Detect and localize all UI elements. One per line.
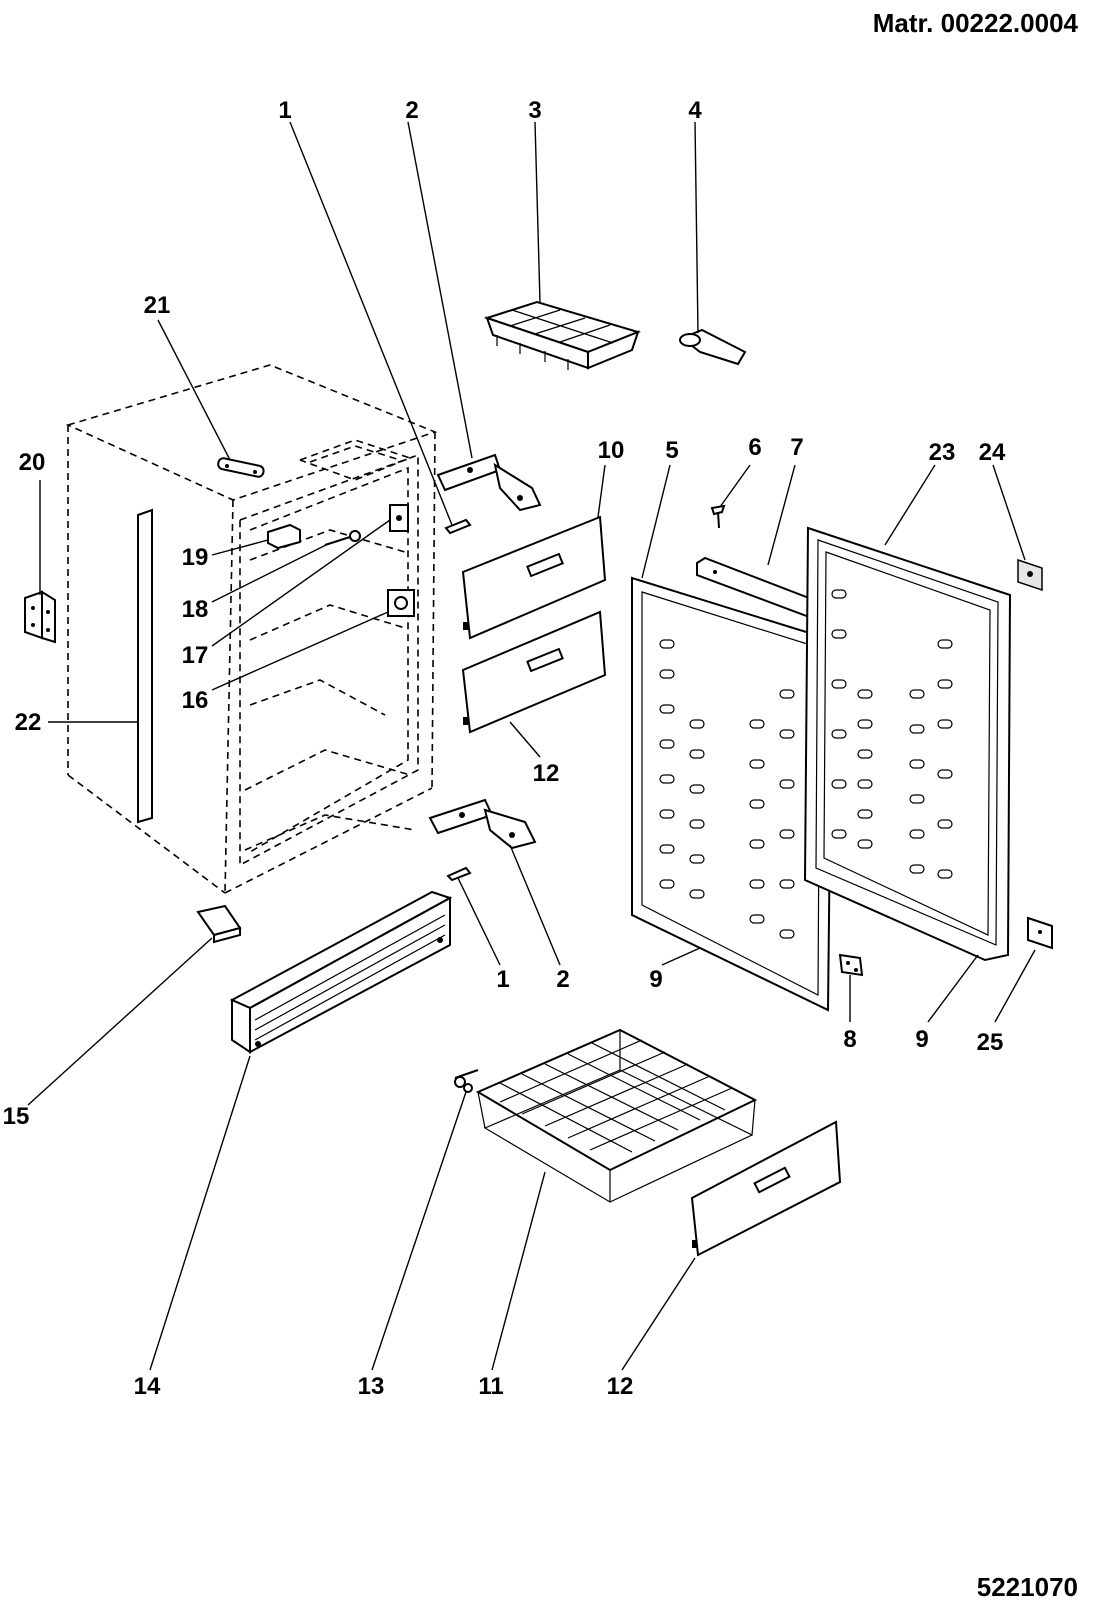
callout-7: 7 <box>790 434 803 461</box>
hinge-pin-bottom <box>446 866 472 882</box>
callout-labels: 1 2 3 4 21 10 5 6 7 23 24 20 19 18 17 16… <box>3 97 1006 1400</box>
callout-4: 4 <box>688 97 702 124</box>
basket-stop <box>454 1069 479 1093</box>
door-panel-slots <box>659 639 795 939</box>
callout-15: 15 <box>3 1103 30 1130</box>
callout-24: 24 <box>979 439 1006 466</box>
lamp-holder <box>389 504 409 532</box>
hinge-pin-top <box>444 518 472 535</box>
basket-wires <box>499 1039 733 1153</box>
callout-18: 18 <box>182 596 209 623</box>
fixing-bracket <box>24 590 56 644</box>
leader-lines <box>27 121 1036 1371</box>
callout-3: 3 <box>528 97 541 124</box>
callout-16: 16 <box>182 687 209 714</box>
callout-22: 22 <box>15 709 42 736</box>
kick-plate-bracket <box>196 904 242 944</box>
drawer-front-mid <box>461 610 607 734</box>
door-stop-plate <box>838 953 864 977</box>
material-number: Matr. 00222.0004 <box>872 8 1078 38</box>
callout-10: 10 <box>598 437 625 464</box>
callout-23: 23 <box>929 439 956 466</box>
screw <box>710 504 726 529</box>
cabinet-outline <box>65 364 438 894</box>
outer-door-slots <box>831 589 953 879</box>
hinge-top <box>436 453 542 512</box>
callout-17: 17 <box>182 642 209 669</box>
callout-14: 14 <box>134 1373 161 1400</box>
callout-25: 25 <box>977 1029 1004 1056</box>
side-rail <box>137 508 153 824</box>
callout-11: 11 <box>478 1373 503 1400</box>
callout-13: 13 <box>358 1373 385 1400</box>
callout-19: 19 <box>182 544 209 571</box>
thermostat-knob <box>267 523 301 550</box>
door-hinge-plate-lower <box>1027 916 1053 950</box>
hinge-bottom <box>428 798 537 850</box>
outer-door <box>803 526 1012 962</box>
callout-1-bottom: 1 <box>496 966 509 993</box>
ice-cube-tray <box>483 300 642 370</box>
callout-2-top: 2 <box>405 97 418 124</box>
cover-plate <box>217 457 265 478</box>
callout-2-bottom: 2 <box>556 966 569 993</box>
callout-21: 21 <box>144 292 171 319</box>
lamp <box>324 530 361 546</box>
callout-9-right: 9 <box>915 1026 928 1053</box>
kick-plate <box>229 890 453 1054</box>
callout-8: 8 <box>843 1026 856 1053</box>
drawer-front-bottom <box>690 1120 842 1257</box>
drawing-code: 5221070 <box>976 1572 1078 1602</box>
callout-12-bottom: 12 <box>607 1373 634 1400</box>
wire-basket <box>475 1028 758 1203</box>
ice-scraper <box>679 328 747 366</box>
callout-6: 6 <box>748 434 761 461</box>
drawer-front-top <box>461 515 607 640</box>
callout-20: 20 <box>19 449 46 476</box>
callout-5: 5 <box>665 437 678 464</box>
door-hinge-plate <box>1017 558 1043 592</box>
callout-9-left: 9 <box>649 966 662 993</box>
inner-door-panel <box>631 576 834 1012</box>
thermostat <box>387 589 415 617</box>
callout-12-mid: 12 <box>533 760 560 787</box>
callout-1-top: 1 <box>278 97 291 124</box>
